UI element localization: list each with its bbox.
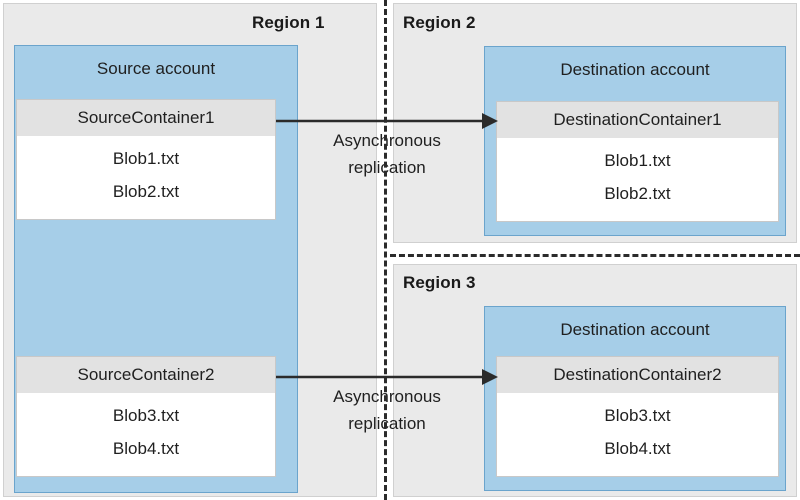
arrow-label-line-1: Asynchronous <box>333 387 441 406</box>
blob-item: Blob3.txt <box>112 406 180 425</box>
arrow-label-line-2: replication <box>348 414 426 433</box>
source-container-2-blobs: Blob3.txt Blob4.txt <box>17 393 275 465</box>
replication-arrow-1 <box>276 113 498 129</box>
region-2-title: Region 2 <box>403 13 476 32</box>
blob-item: Blob3.txt <box>604 406 671 425</box>
blob-item: Blob2.txt <box>604 184 671 203</box>
source-container-2-box: SourceContainer2 Blob3.txt Blob4.txt <box>16 356 276 477</box>
destination-container-2-name: DestinationContainer2 <box>497 357 778 393</box>
blob-item: Blob1.txt <box>604 151 671 170</box>
arrow-label-line-1: Asynchronous <box>333 131 441 150</box>
blob-item: Blob4.txt <box>112 439 180 458</box>
region-divider-horizontal <box>390 254 800 257</box>
destination-account-region-2-label: Destination account <box>560 60 710 79</box>
destination-account-region-3-label: Destination account <box>560 320 710 339</box>
destination-container-2-blobs: Blob3.txt Blob4.txt <box>497 393 778 465</box>
replication-arrow-2-label: Asynchronous replication <box>287 383 487 437</box>
region-divider-vertical <box>384 0 387 500</box>
source-account-label: Source account <box>96 59 216 78</box>
region-3-title: Region 3 <box>403 273 476 292</box>
destination-container-1-name: DestinationContainer1 <box>497 102 778 138</box>
source-container-1-blobs: Blob1.txt Blob2.txt <box>17 136 275 208</box>
source-container-1-box: SourceContainer1 Blob1.txt Blob2.txt <box>16 99 276 220</box>
arrow-label-line-2: replication <box>348 158 426 177</box>
source-container-1-name: SourceContainer1 <box>17 100 275 136</box>
replication-arrow-1-label: Asynchronous replication <box>287 127 487 181</box>
destination-container-2-box: DestinationContainer2 Blob3.txt Blob4.tx… <box>496 356 779 477</box>
source-container-2-name: SourceContainer2 <box>17 357 275 393</box>
blob-item: Blob1.txt <box>112 149 180 168</box>
replication-arrow-2 <box>276 369 498 385</box>
blob-item: Blob4.txt <box>604 439 671 458</box>
blob-item: Blob2.txt <box>112 182 180 201</box>
destination-container-1-blobs: Blob1.txt Blob2.txt <box>497 138 778 210</box>
region-1-title: Region 1 <box>252 13 325 32</box>
destination-container-1-box: DestinationContainer1 Blob1.txt Blob2.tx… <box>496 101 779 222</box>
